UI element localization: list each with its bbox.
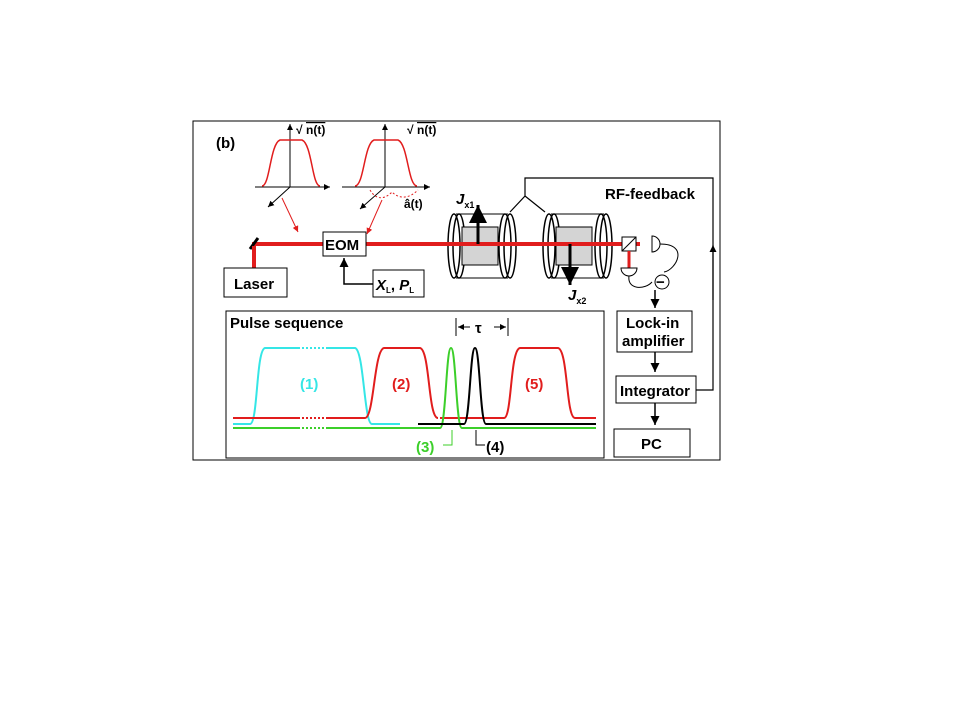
- spin-label-jx2: Jx2: [568, 287, 586, 306]
- subtractor-node: [654, 274, 670, 290]
- inset-left-axis-label: n(t): [306, 123, 325, 137]
- polarizing-beam-splitter: [621, 236, 637, 252]
- detector-2: [620, 267, 638, 277]
- inset-left-sqrt-symbol: √: [296, 123, 303, 137]
- laser-box: [223, 267, 288, 298]
- pulse-4-leader: [475, 430, 485, 446]
- pulse-sequence-box: [225, 310, 605, 459]
- inset-pulse-operator: √ n(t) â(t): [342, 123, 436, 235]
- inset-pulse-envelope: √ n(t): [255, 123, 330, 233]
- inset-right-axis-label: n(t): [417, 123, 436, 137]
- spin-label-jx1: Jx1: [456, 191, 474, 210]
- panel-label: (b): [216, 135, 235, 152]
- lockin-label-line2: amplifier: [622, 333, 685, 350]
- tau-label: τ: [475, 320, 482, 337]
- eom-label: EOM: [325, 237, 359, 254]
- subtractor-minus: −: [656, 274, 665, 291]
- lockin-box: [616, 310, 693, 353]
- pulse-1-trace: [233, 347, 400, 425]
- pc-label: PC: [641, 436, 662, 453]
- inset-right-sqrt-symbol: √: [407, 123, 414, 137]
- pulse-sequence-title: Pulse sequence: [230, 315, 343, 332]
- xp-to-eom-arrow: [339, 258, 373, 285]
- xp-input-box: [372, 269, 425, 298]
- eom-box: [322, 231, 367, 257]
- pulse-label-1: (1): [300, 376, 318, 393]
- pulse-5-trace: [440, 347, 596, 419]
- pulse-label-2: (2): [392, 376, 410, 393]
- pulse-2-trace: [233, 347, 439, 419]
- pulse-label-4: (4): [486, 439, 504, 456]
- integrator-box: [615, 375, 697, 404]
- pulse-3-leader: [443, 430, 453, 446]
- laser-label: Laser: [234, 276, 274, 293]
- inset-right-operator-label: â(t): [404, 197, 423, 211]
- pulse-4-trace: [418, 346, 596, 425]
- rf-feedback-branch: [524, 195, 546, 213]
- lockin-label-line1: Lock-in: [626, 315, 679, 332]
- rf-feedback-label: RF-feedback: [605, 186, 696, 203]
- xp-input-label: XL, PL: [375, 277, 414, 295]
- pulse-3-trace: [233, 346, 596, 429]
- integrator-label: Integrator: [620, 383, 690, 400]
- laser-output-mirror: [248, 237, 260, 250]
- detector-1: [651, 235, 661, 253]
- pulse-label-5: (5): [525, 376, 543, 393]
- detector-wiring: [628, 243, 679, 288]
- pulse-label-3: (3): [416, 439, 434, 456]
- rf-feedback-line: [509, 177, 714, 391]
- pc-box: [613, 428, 691, 458]
